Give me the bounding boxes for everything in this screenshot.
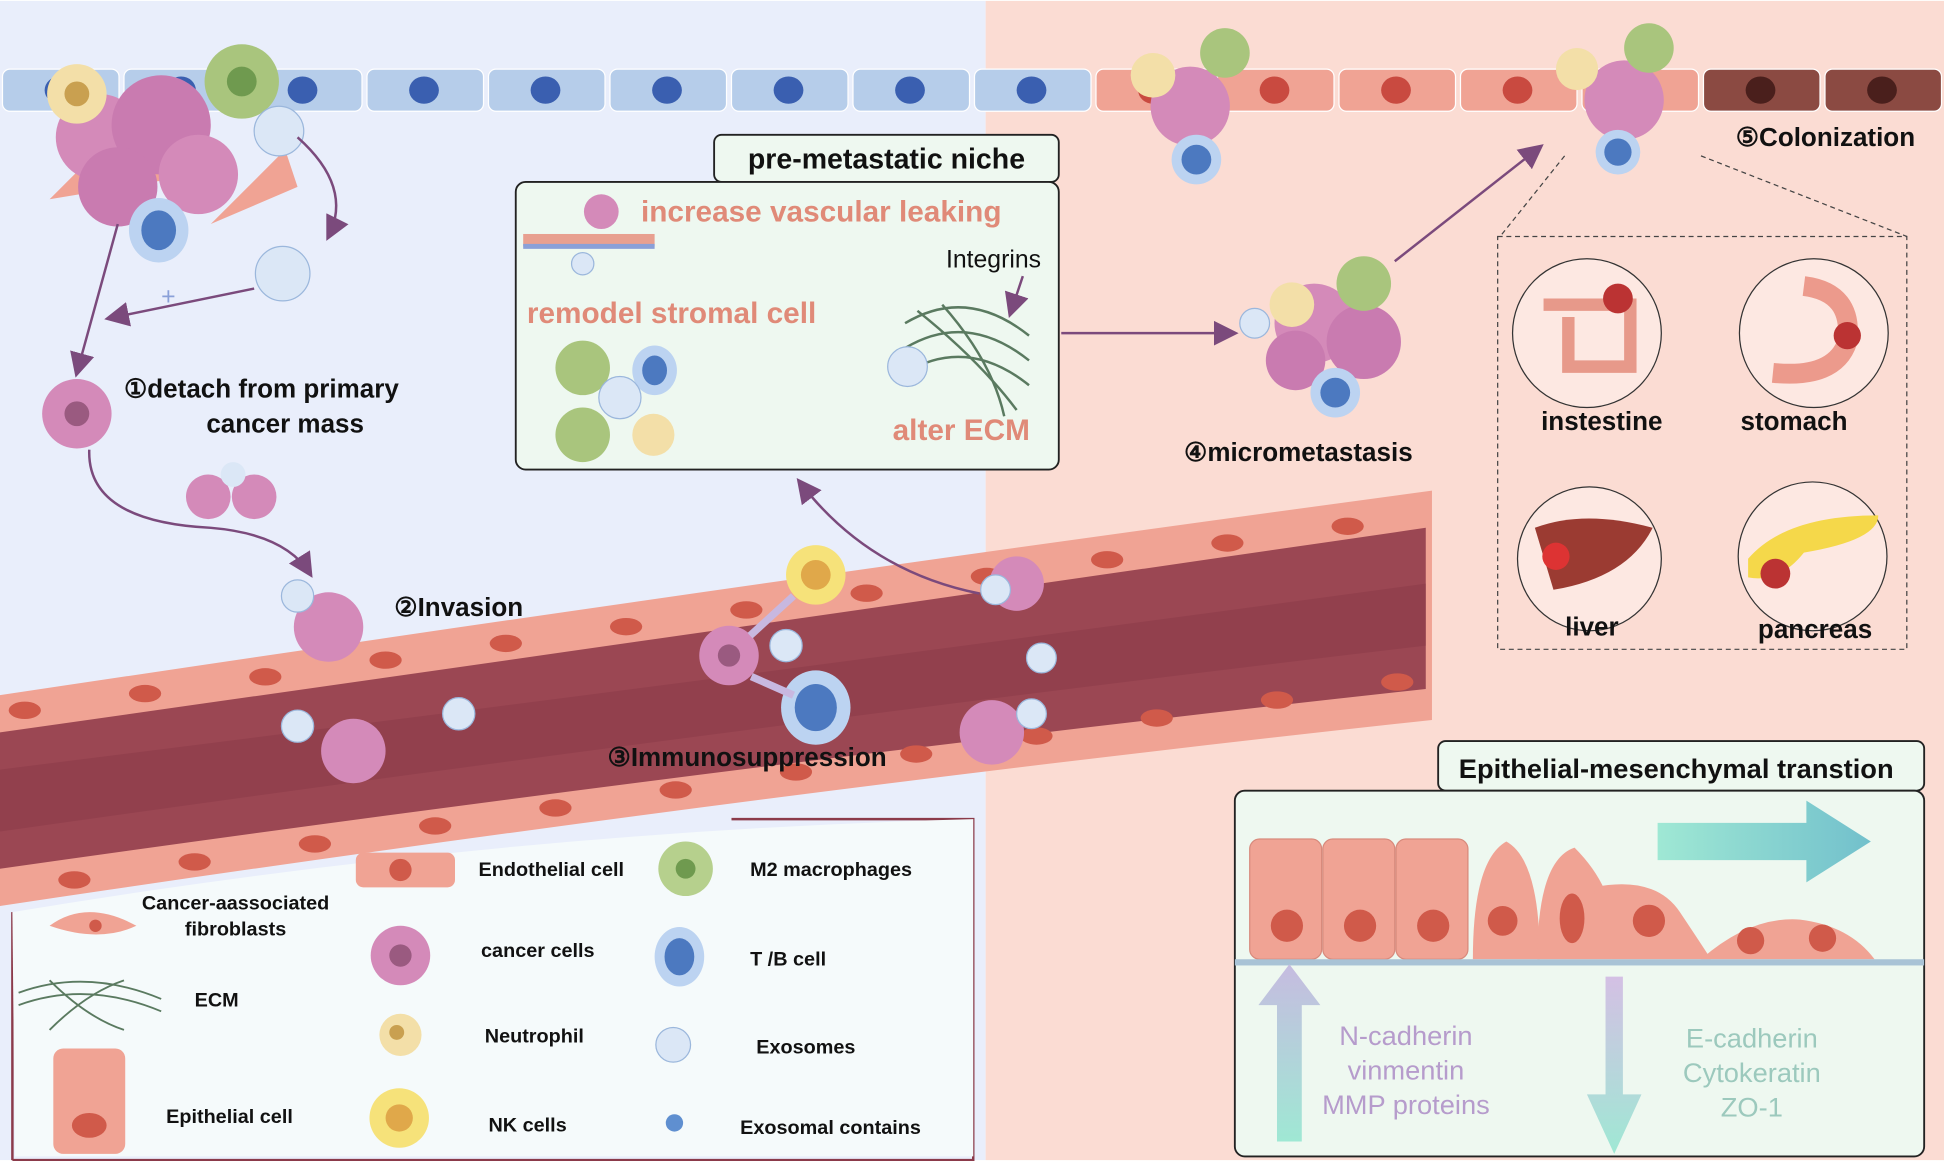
arrow	[70, 223, 119, 378]
legend-label: Cancer-aassociated	[142, 893, 329, 915]
endothelial-nucleus	[850, 584, 883, 602]
stomach-icon	[1738, 258, 1889, 409]
legend-label: Neutrophil	[485, 1025, 584, 1047]
pre-metastatic-niche-panel: pre-metastatic niche increase vascular l…	[514, 133, 1060, 471]
legend-label: Epithelial cell	[166, 1106, 293, 1128]
organ-label: instestine	[1541, 406, 1662, 436]
legend-label: Exosomal contains	[740, 1117, 921, 1139]
endothelial-nucleus	[1140, 709, 1173, 727]
emt-up-marker: MMP proteins	[1322, 1089, 1490, 1120]
endothelial-nucleus	[609, 617, 643, 636]
legend-label: fibroblasts	[185, 919, 286, 941]
invading-cancer-cells	[280, 579, 476, 784]
endothelial-nucleus	[128, 684, 162, 703]
emt-down-marker: E-cadherin	[1686, 1022, 1818, 1053]
endothelial-nucleus	[369, 651, 402, 669]
blood-vessel	[0, 490, 1432, 906]
step4-label: ④micrometastasis	[1184, 437, 1413, 467]
epithelial-cell-icon	[53, 1048, 126, 1154]
exosome-icon	[655, 1026, 692, 1063]
endothelial-nucleus	[8, 701, 41, 720]
transitioning-cell	[1472, 841, 1540, 960]
niche-vascular-text: increase vascular leaking	[641, 196, 1002, 229]
target-organs-panel: instestine stomach liver pancreas	[1497, 155, 1908, 650]
emt-up-marker: vinmentin	[1348, 1055, 1465, 1086]
endothelial-nucleus	[539, 799, 572, 817]
plus-sign: +	[161, 284, 175, 311]
legend-label: cancer cells	[481, 940, 595, 962]
niche-stromal-text: remodel stromal cell	[527, 297, 816, 330]
legend: Cancer-aassociated fibroblasts ECM Epith…	[11, 817, 975, 1161]
endothelial-nucleus	[779, 763, 813, 781]
arrow	[796, 477, 980, 595]
arrow	[296, 136, 349, 241]
endothelial-nucleus	[178, 853, 211, 871]
exosome	[254, 245, 311, 302]
endothelial-nucleus	[489, 634, 522, 653]
endothelial-nucleus	[1331, 517, 1364, 535]
endothelial-nucleus	[1260, 691, 1294, 709]
endothelial-nucleus	[1211, 534, 1244, 552]
down-arrow-icon	[1586, 976, 1642, 1154]
emt-down-marker: ZO-1	[1721, 1092, 1783, 1123]
liver-icon	[1516, 486, 1662, 632]
primary-tumor	[47, 44, 305, 263]
legend-label: Exosomes	[756, 1036, 855, 1058]
emt-panel: Epithelial-mesenchymal transtion N-cadhe…	[1233, 740, 1926, 1158]
endothelial-nucleus	[249, 668, 282, 686]
step3-label: ③Immunosuppression	[608, 742, 887, 772]
legend-label: T /B cell	[750, 948, 826, 970]
endothelial-nucleus	[659, 781, 692, 799]
integrins-label: Integrins	[946, 246, 1041, 273]
endothelial-nucleus	[730, 601, 763, 619]
legend-label: Endothelial cell	[479, 859, 624, 881]
colonization-cluster	[1130, 23, 1674, 185]
legend-label: NK cells	[488, 1115, 566, 1137]
ecm-icon	[18, 979, 162, 1031]
step1-label-2: cancer mass	[206, 408, 364, 438]
exosomal-contents-icon	[665, 1114, 684, 1132]
immune-interaction	[699, 545, 1057, 765]
arrow	[88, 449, 313, 578]
micrometastasis-cluster	[1239, 256, 1401, 418]
endothelial-nucleus	[58, 871, 91, 889]
intestine-icon	[1511, 258, 1662, 409]
organ-label: liver	[1565, 612, 1619, 642]
organ-label: pancreas	[1758, 614, 1872, 644]
step5-label: ⑤Colonization	[1736, 122, 1915, 152]
pancreas-icon	[1737, 481, 1888, 632]
step2-label: ②Invasion	[394, 592, 523, 622]
endothelial-nucleus	[1381, 673, 1414, 691]
endothelial-nucleus	[298, 835, 332, 853]
step1-label: ①detach from primary	[124, 374, 399, 404]
niche-title: pre-metastatic niche	[748, 143, 1025, 175]
arrow	[104, 287, 255, 327]
endothelial-nucleus	[1091, 551, 1124, 569]
organ-label: stomach	[1740, 406, 1847, 436]
emt-up-marker: N-cadherin	[1339, 1020, 1472, 1051]
legend-label: M2 macrophages	[750, 859, 912, 881]
endothelial-nucleus	[1020, 727, 1053, 745]
arrow	[1394, 144, 1544, 263]
legend-label: ECM	[195, 989, 239, 1011]
up-arrow-icon	[1258, 964, 1321, 1142]
niche-ecm-text: alter ECM	[893, 414, 1030, 447]
emt-down-marker: Cytokeratin	[1683, 1057, 1821, 1088]
endothelial-nucleus	[900, 745, 933, 763]
emt-title: Epithelial-mesenchymal transtion	[1459, 753, 1894, 784]
right-arrow-icon	[1657, 800, 1871, 883]
endothelial-nucleus	[419, 817, 452, 835]
